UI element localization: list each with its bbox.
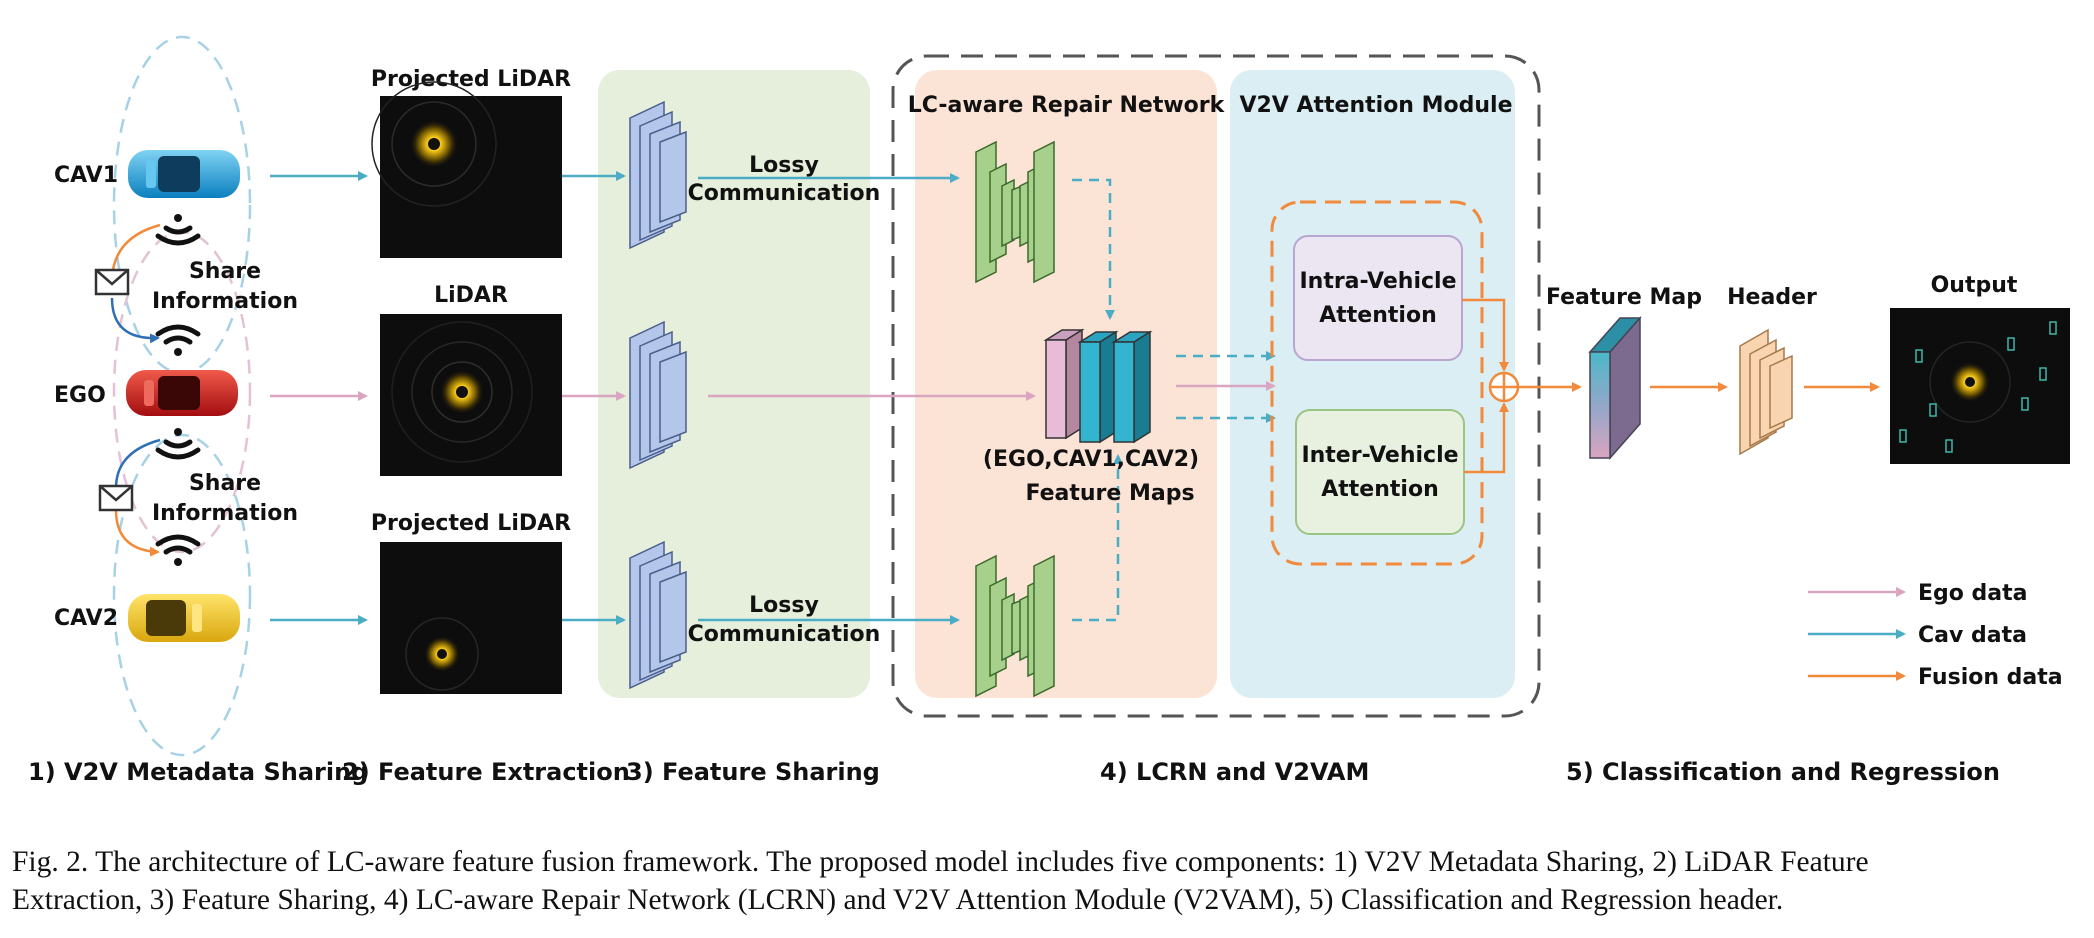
arrow-intra-to-sum xyxy=(1462,298,1509,372)
v2vam-title: V2V Attention Module xyxy=(1239,93,1512,118)
lossy-top-line2: Communication xyxy=(688,181,881,206)
ego-label: EGO xyxy=(54,383,106,408)
lidar-title-bottom: Projected LiDAR xyxy=(371,511,571,536)
sharing-ellipse-bottom xyxy=(112,433,252,757)
caption-line-2: Extraction, 3) Feature Sharing, 4) LC-aw… xyxy=(12,884,1784,916)
lidar-title-top: Projected LiDAR xyxy=(371,67,571,92)
share-info-bottom-line2: Information xyxy=(152,501,298,526)
cav2-car-icon xyxy=(128,594,240,642)
header-title: Header xyxy=(1727,285,1817,310)
wifi-icon-ego-up xyxy=(155,324,201,356)
sharing-ellipse-top xyxy=(112,35,252,375)
feature-maps-stack xyxy=(1043,328,1153,444)
inter-label-line1: Inter-Vehicle xyxy=(1301,443,1458,468)
lcrn-title: LC-aware Repair Network xyxy=(908,93,1226,118)
lidar-title-middle: LiDAR xyxy=(434,283,508,308)
cav1-label: CAV1 xyxy=(54,163,118,188)
dashed-arrow-repair-bottom-to-maps xyxy=(1072,454,1123,622)
feature-map-title: Feature Map xyxy=(1546,285,1702,310)
share-info-top-line2: Information xyxy=(152,289,298,314)
v2vam-panel xyxy=(1230,70,1515,698)
figure-caption: Fig. 2. The architecture of LC-aware fea… xyxy=(12,843,2082,919)
lidar-image-middle xyxy=(380,314,562,476)
legend-ego-label: Ego data xyxy=(1918,581,2028,606)
stage-label-3: 3) Feature Sharing xyxy=(626,758,880,786)
wifi-icon-ego-down xyxy=(155,428,201,460)
lossy-bottom-line2: Communication xyxy=(688,622,881,647)
stage-label-2: 2) Feature Extraction xyxy=(342,758,630,786)
repair-network-bottom xyxy=(975,554,1055,698)
inter-vehicle-attention-box xyxy=(1295,409,1465,535)
encoder-stack-top xyxy=(629,100,687,250)
encoder-stack-bottom xyxy=(629,540,687,690)
lossy-top-line1: Lossy xyxy=(749,153,819,178)
stage-label-5: 5) Classification and Regression xyxy=(1566,758,2000,786)
cav1-car-icon xyxy=(128,150,240,198)
share-arc-top-blue xyxy=(110,297,160,344)
repair-network-top xyxy=(975,140,1055,284)
encoder-stack-middle xyxy=(629,320,687,470)
share-info-bottom-line1: Share xyxy=(189,471,261,496)
share-info-top-line1: Share xyxy=(189,259,261,284)
legend-fusion-label: Fusion data xyxy=(1918,665,2063,690)
intra-label-line1: Intra-Vehicle xyxy=(1299,269,1456,294)
output-title: Output xyxy=(1931,273,2018,298)
architecture-diagram: CAV1 EGO CAV2 xyxy=(28,35,2070,786)
inter-label-line2: Attention xyxy=(1321,477,1438,502)
ego-car-icon xyxy=(126,370,238,416)
lidar-image-bottom xyxy=(380,542,562,694)
intra-label-line2: Attention xyxy=(1319,303,1436,328)
cav2-label: CAV2 xyxy=(54,606,118,631)
fused-feature-map xyxy=(1588,316,1642,460)
wifi-icon-cav1-down xyxy=(155,214,201,246)
envelope-icon-top xyxy=(94,268,130,296)
attention-dashed-box xyxy=(1270,200,1484,566)
envelope-icon-bottom xyxy=(98,484,134,512)
header-stack xyxy=(1739,328,1793,456)
feature-maps-label-line1: (EGO,CAV1,CAV2) xyxy=(983,447,1199,472)
caption-line-1: Fig. 2. The architecture of LC-aware fea… xyxy=(12,846,1869,878)
feature-maps-label-line2: Feature Maps xyxy=(1025,481,1194,506)
stage-label-4: 4) LCRN and V2VAM xyxy=(1100,758,1369,786)
intra-vehicle-attention-box xyxy=(1293,235,1463,361)
share-arc-bottom-blue xyxy=(114,438,161,489)
wifi-icon-cav2-up xyxy=(155,534,201,566)
dashed-arrow-repair-top-to-maps xyxy=(1072,178,1115,320)
stage-label-1: 1) V2V Metadata Sharing xyxy=(28,758,368,786)
legend-cav-label: Cav data xyxy=(1918,623,2027,648)
share-arc-bottom-orange xyxy=(114,509,160,557)
lidar-image-top xyxy=(371,81,562,258)
output-image xyxy=(1890,308,2070,464)
lossy-bottom-line1: Lossy xyxy=(749,593,819,618)
sum-icon xyxy=(1488,371,1520,403)
arrow-inter-to-sum xyxy=(1464,402,1509,474)
